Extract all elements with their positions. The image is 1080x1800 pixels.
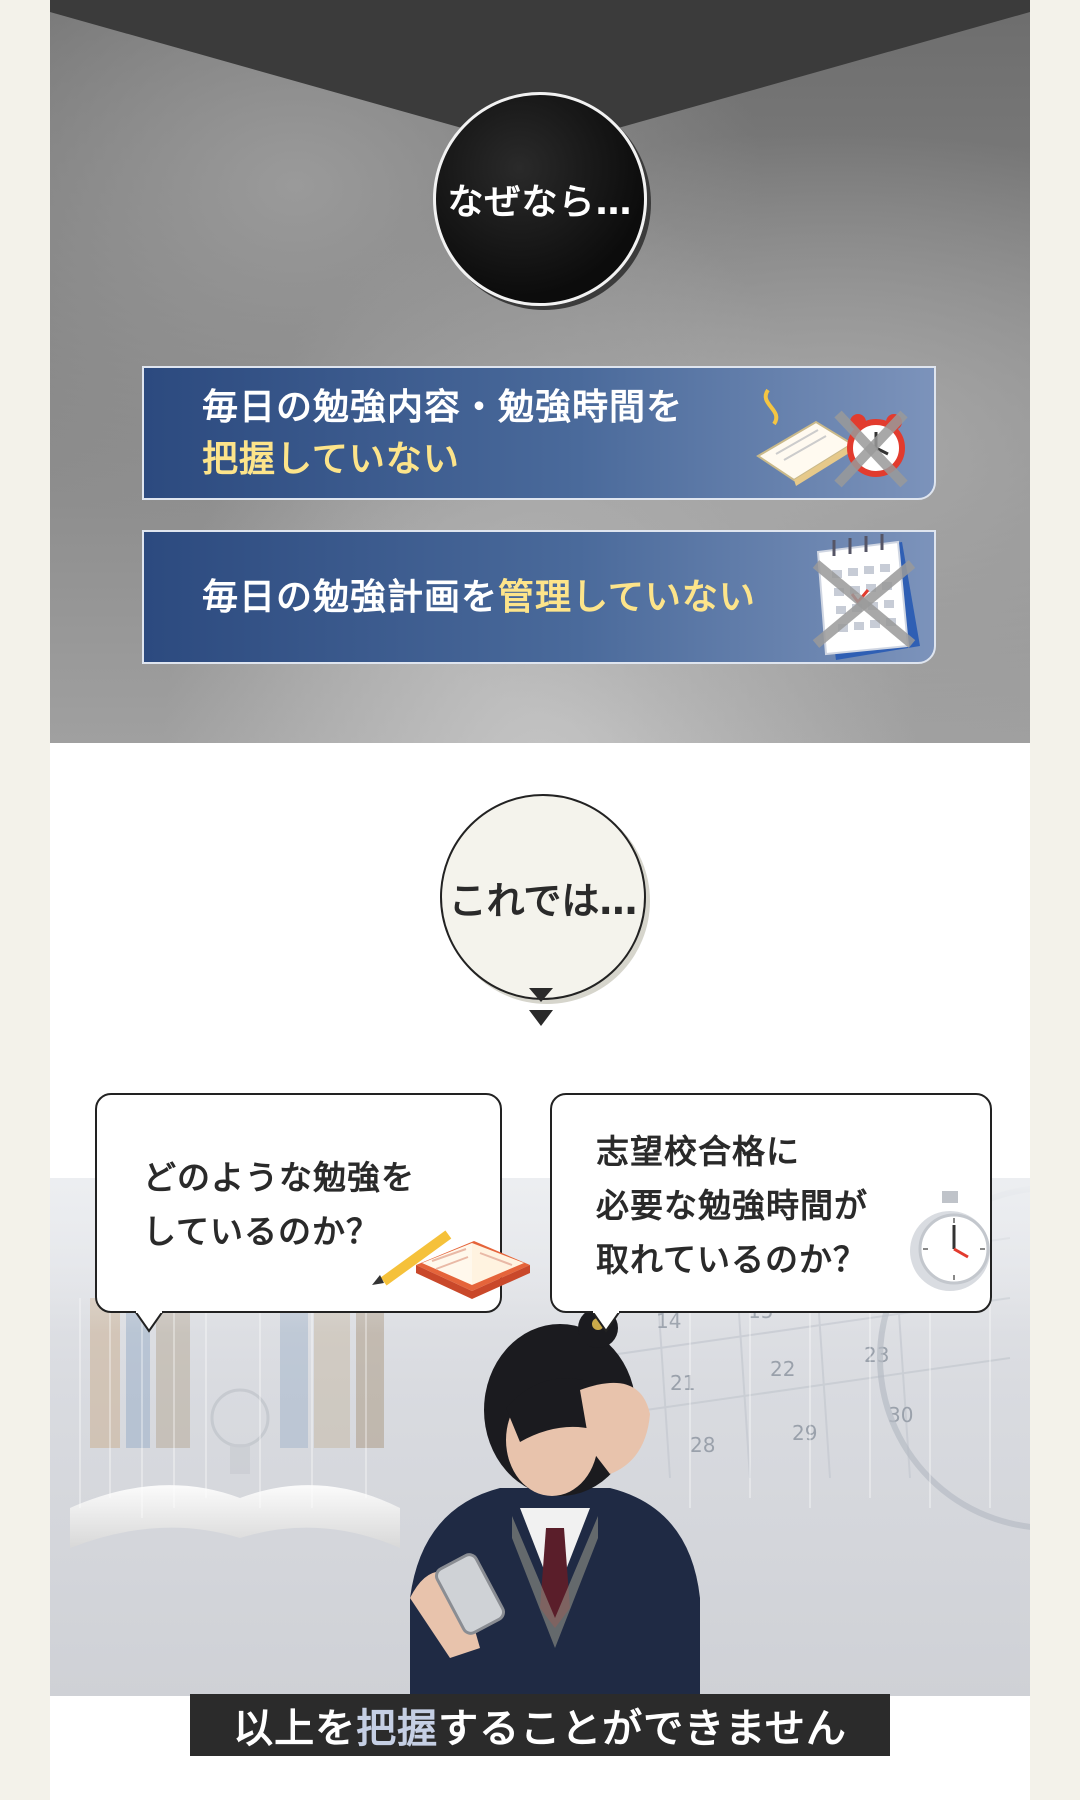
consequence-badge: これでは…	[440, 794, 646, 1000]
reason-1-line1: 毎日の勉強内容・勉強時間を	[202, 387, 684, 428]
reason-panel-2: 毎日の勉強計画を管理していない	[142, 530, 936, 664]
hero-section: なぜなら… 毎日の勉強内容・勉強時間を 把握していない	[50, 0, 1030, 743]
question-bubble-1-text: どのような勉強を しているのか？	[143, 1151, 415, 1259]
question-bubble-1: どのような勉強を しているのか？	[95, 1093, 530, 1333]
reason-1-text: 毎日の勉強内容・勉強時間を 把握していない	[202, 382, 683, 486]
reason-2-highlight: 管理していない	[498, 577, 756, 618]
reason-1-highlight: 把握していない	[202, 439, 460, 480]
question-line: しているのか？	[143, 1212, 381, 1251]
question-bubble-2-text: 志望校合格に 必要な勉強時間が 取れているのか？	[596, 1125, 868, 1287]
question-line: 必要な勉強時間が	[596, 1186, 868, 1225]
consequence-badge-label: これでは…	[448, 878, 638, 923]
calendar-crossed-icon	[812, 534, 920, 660]
book-alarm-clock-crossed-icon	[756, 388, 908, 488]
conclusion-text: 以上を把握することができません	[233, 1696, 847, 1754]
bubble-tail	[592, 1311, 620, 1333]
bubble-tail	[135, 1311, 163, 1333]
reason-2-main: 毎日の勉強計画を	[202, 577, 499, 618]
stopwatch-icon	[910, 1191, 990, 1291]
pencil-book-icon	[372, 1230, 530, 1299]
question-line: 取れているのか？	[596, 1240, 868, 1279]
conclusion-post: することができません	[438, 1706, 847, 1752]
reason-badge: なぜなら…	[433, 92, 647, 306]
question-line: 志望校合格に	[596, 1132, 800, 1171]
question-bubble-2: 志望校合格に 必要な勉強時間が 取れているのか？	[550, 1093, 992, 1333]
conclusion-pre: 以上を	[233, 1706, 357, 1752]
reason-badge-label: なぜなら…	[447, 182, 633, 223]
double-chevron-down-icon	[529, 988, 553, 1026]
conclusion-banner: 以上を把握することができません	[190, 1694, 890, 1756]
page: なぜなら… 毎日の勉強内容・勉強時間を 把握していない	[50, 0, 1030, 1800]
conclusion-highlight: 把握	[356, 1706, 439, 1752]
question-line: どのような勉強を	[143, 1158, 415, 1197]
hero-top-chevron	[50, 0, 1030, 150]
reason-panel-1: 毎日の勉強内容・勉強時間を 把握していない	[142, 366, 936, 500]
reason-2-text: 毎日の勉強計画を管理していない	[202, 572, 756, 624]
